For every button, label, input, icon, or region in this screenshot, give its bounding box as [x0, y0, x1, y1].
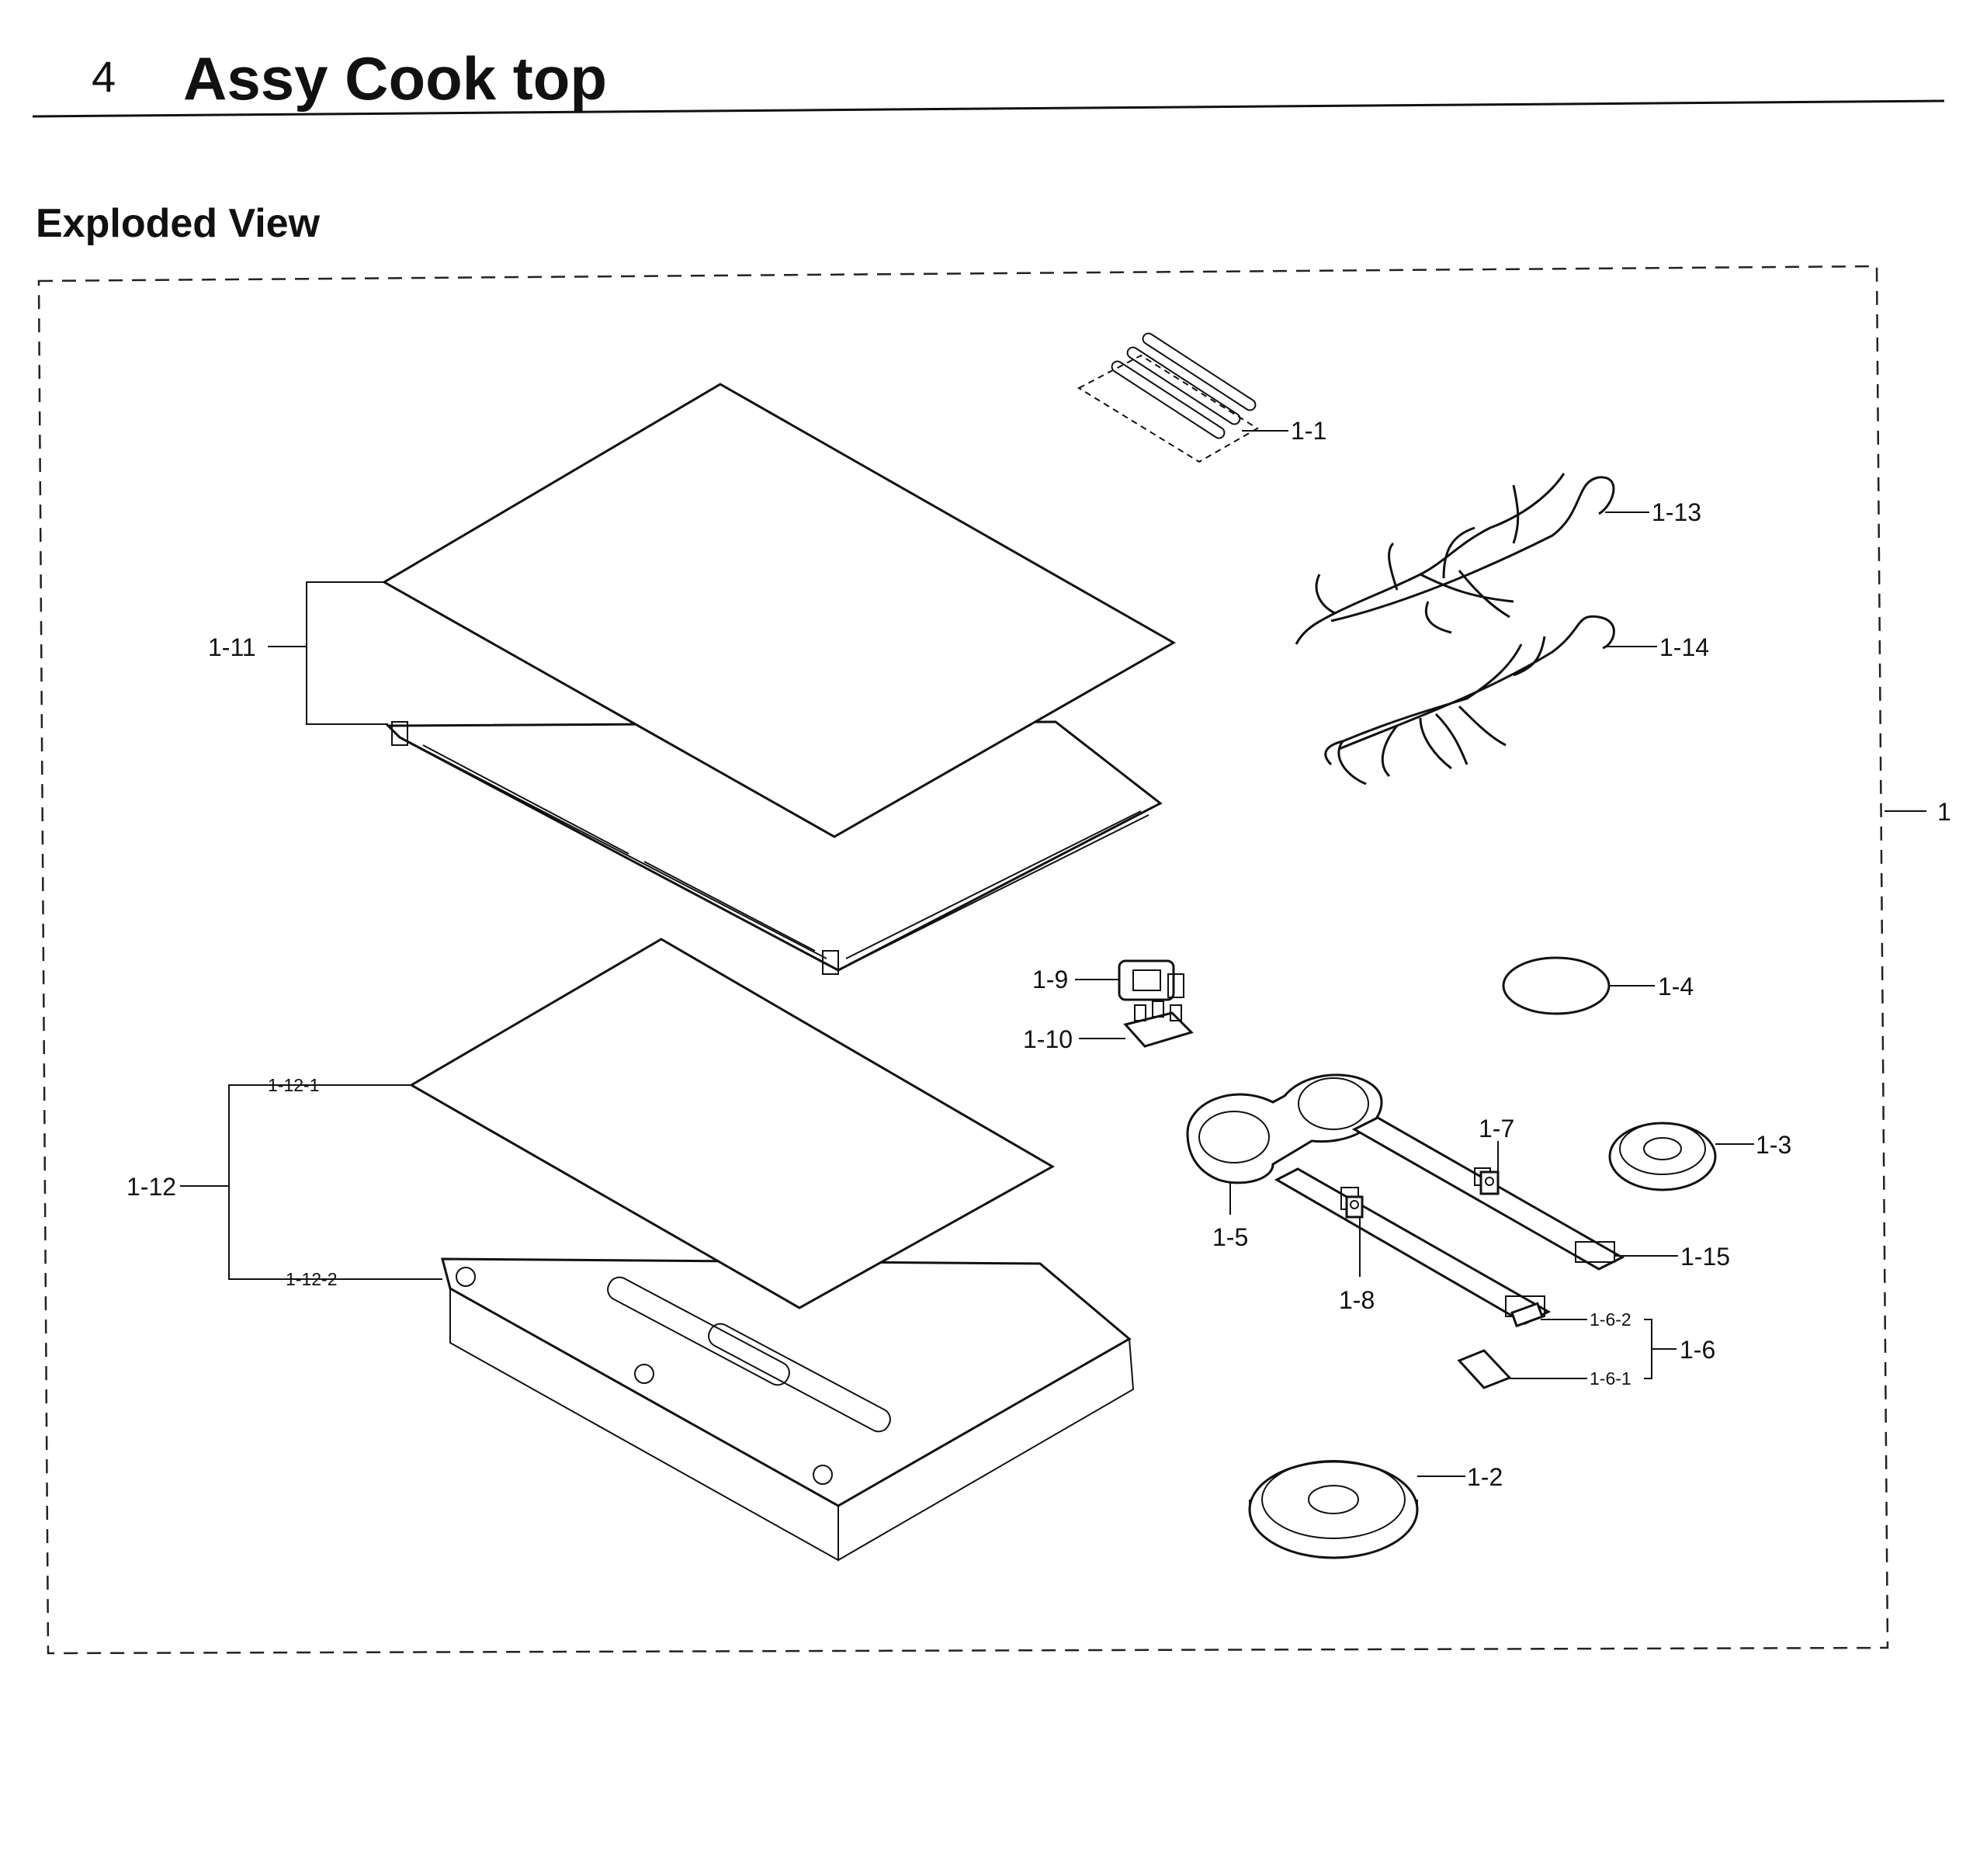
callout-1-13: 1-13 [1652, 498, 1701, 526]
leader-1-12 [180, 1084, 442, 1280]
callout-1-12-1: 1-12-1 [268, 1075, 319, 1095]
part-cooktop-glass [381, 383, 1177, 838]
part-coil-holder [1186, 1073, 1383, 1184]
callout-1-15: 1-15 [1680, 1243, 1730, 1271]
callout-1-12-2: 1-12-2 [286, 1269, 337, 1289]
part-wire-harness-upper [1295, 473, 1615, 645]
part-burner-coil-large [1248, 1460, 1419, 1559]
callout-1-12: 1-12 [127, 1173, 176, 1201]
part-heater-plate [409, 938, 1056, 1309]
callout-1-14: 1-14 [1659, 633, 1709, 661]
part-terminal-block-1-9 [1118, 959, 1184, 1001]
part-sensor-1-6-2 [1510, 1302, 1544, 1328]
callout-1-6: 1-6 [1680, 1336, 1715, 1364]
part-burner-coil-small [1608, 1122, 1717, 1191]
callout-1-7: 1-7 [1479, 1115, 1514, 1143]
callout-1-5: 1-5 [1212, 1223, 1248, 1251]
callout-1-11: 1-11 [208, 633, 256, 661]
section-title: Assy Cook top [183, 44, 607, 113]
header-rule [32, 99, 1945, 118]
leader-1-6 [1510, 1319, 1677, 1379]
callout-1-4: 1-4 [1658, 973, 1694, 1000]
assembly-boundary [37, 265, 1889, 1655]
part-disk [1502, 956, 1611, 1015]
part-base-tray [441, 1257, 1135, 1562]
callout-1-1: 1-1 [1291, 417, 1326, 445]
section-number: 4 [92, 52, 116, 101]
callout-1-10: 1-10 [1023, 1025, 1073, 1053]
callout-assembly: 1 [1937, 798, 1951, 826]
callout-1-2: 1-2 [1467, 1463, 1503, 1491]
part-clip-1-7 [1479, 1170, 1500, 1195]
callout-1-6-2: 1-6-2 [1590, 1309, 1631, 1330]
section-subtitle: Exploded View [36, 201, 321, 246]
callout-1-9: 1-9 [1032, 966, 1068, 993]
part-sensor-1-6-1 [1457, 1349, 1512, 1389]
leader-1-11 [268, 581, 388, 725]
part-terminal-block-1-10 [1123, 1000, 1194, 1048]
part-wire-harness-lower [1324, 615, 1615, 785]
part-clip-1-8 [1345, 1195, 1364, 1219]
callout-1-6-1: 1-6-1 [1590, 1368, 1631, 1389]
part-sensor-rods [1077, 332, 1259, 463]
callout-1-3: 1-3 [1756, 1131, 1791, 1159]
callout-1-8: 1-8 [1339, 1286, 1375, 1314]
